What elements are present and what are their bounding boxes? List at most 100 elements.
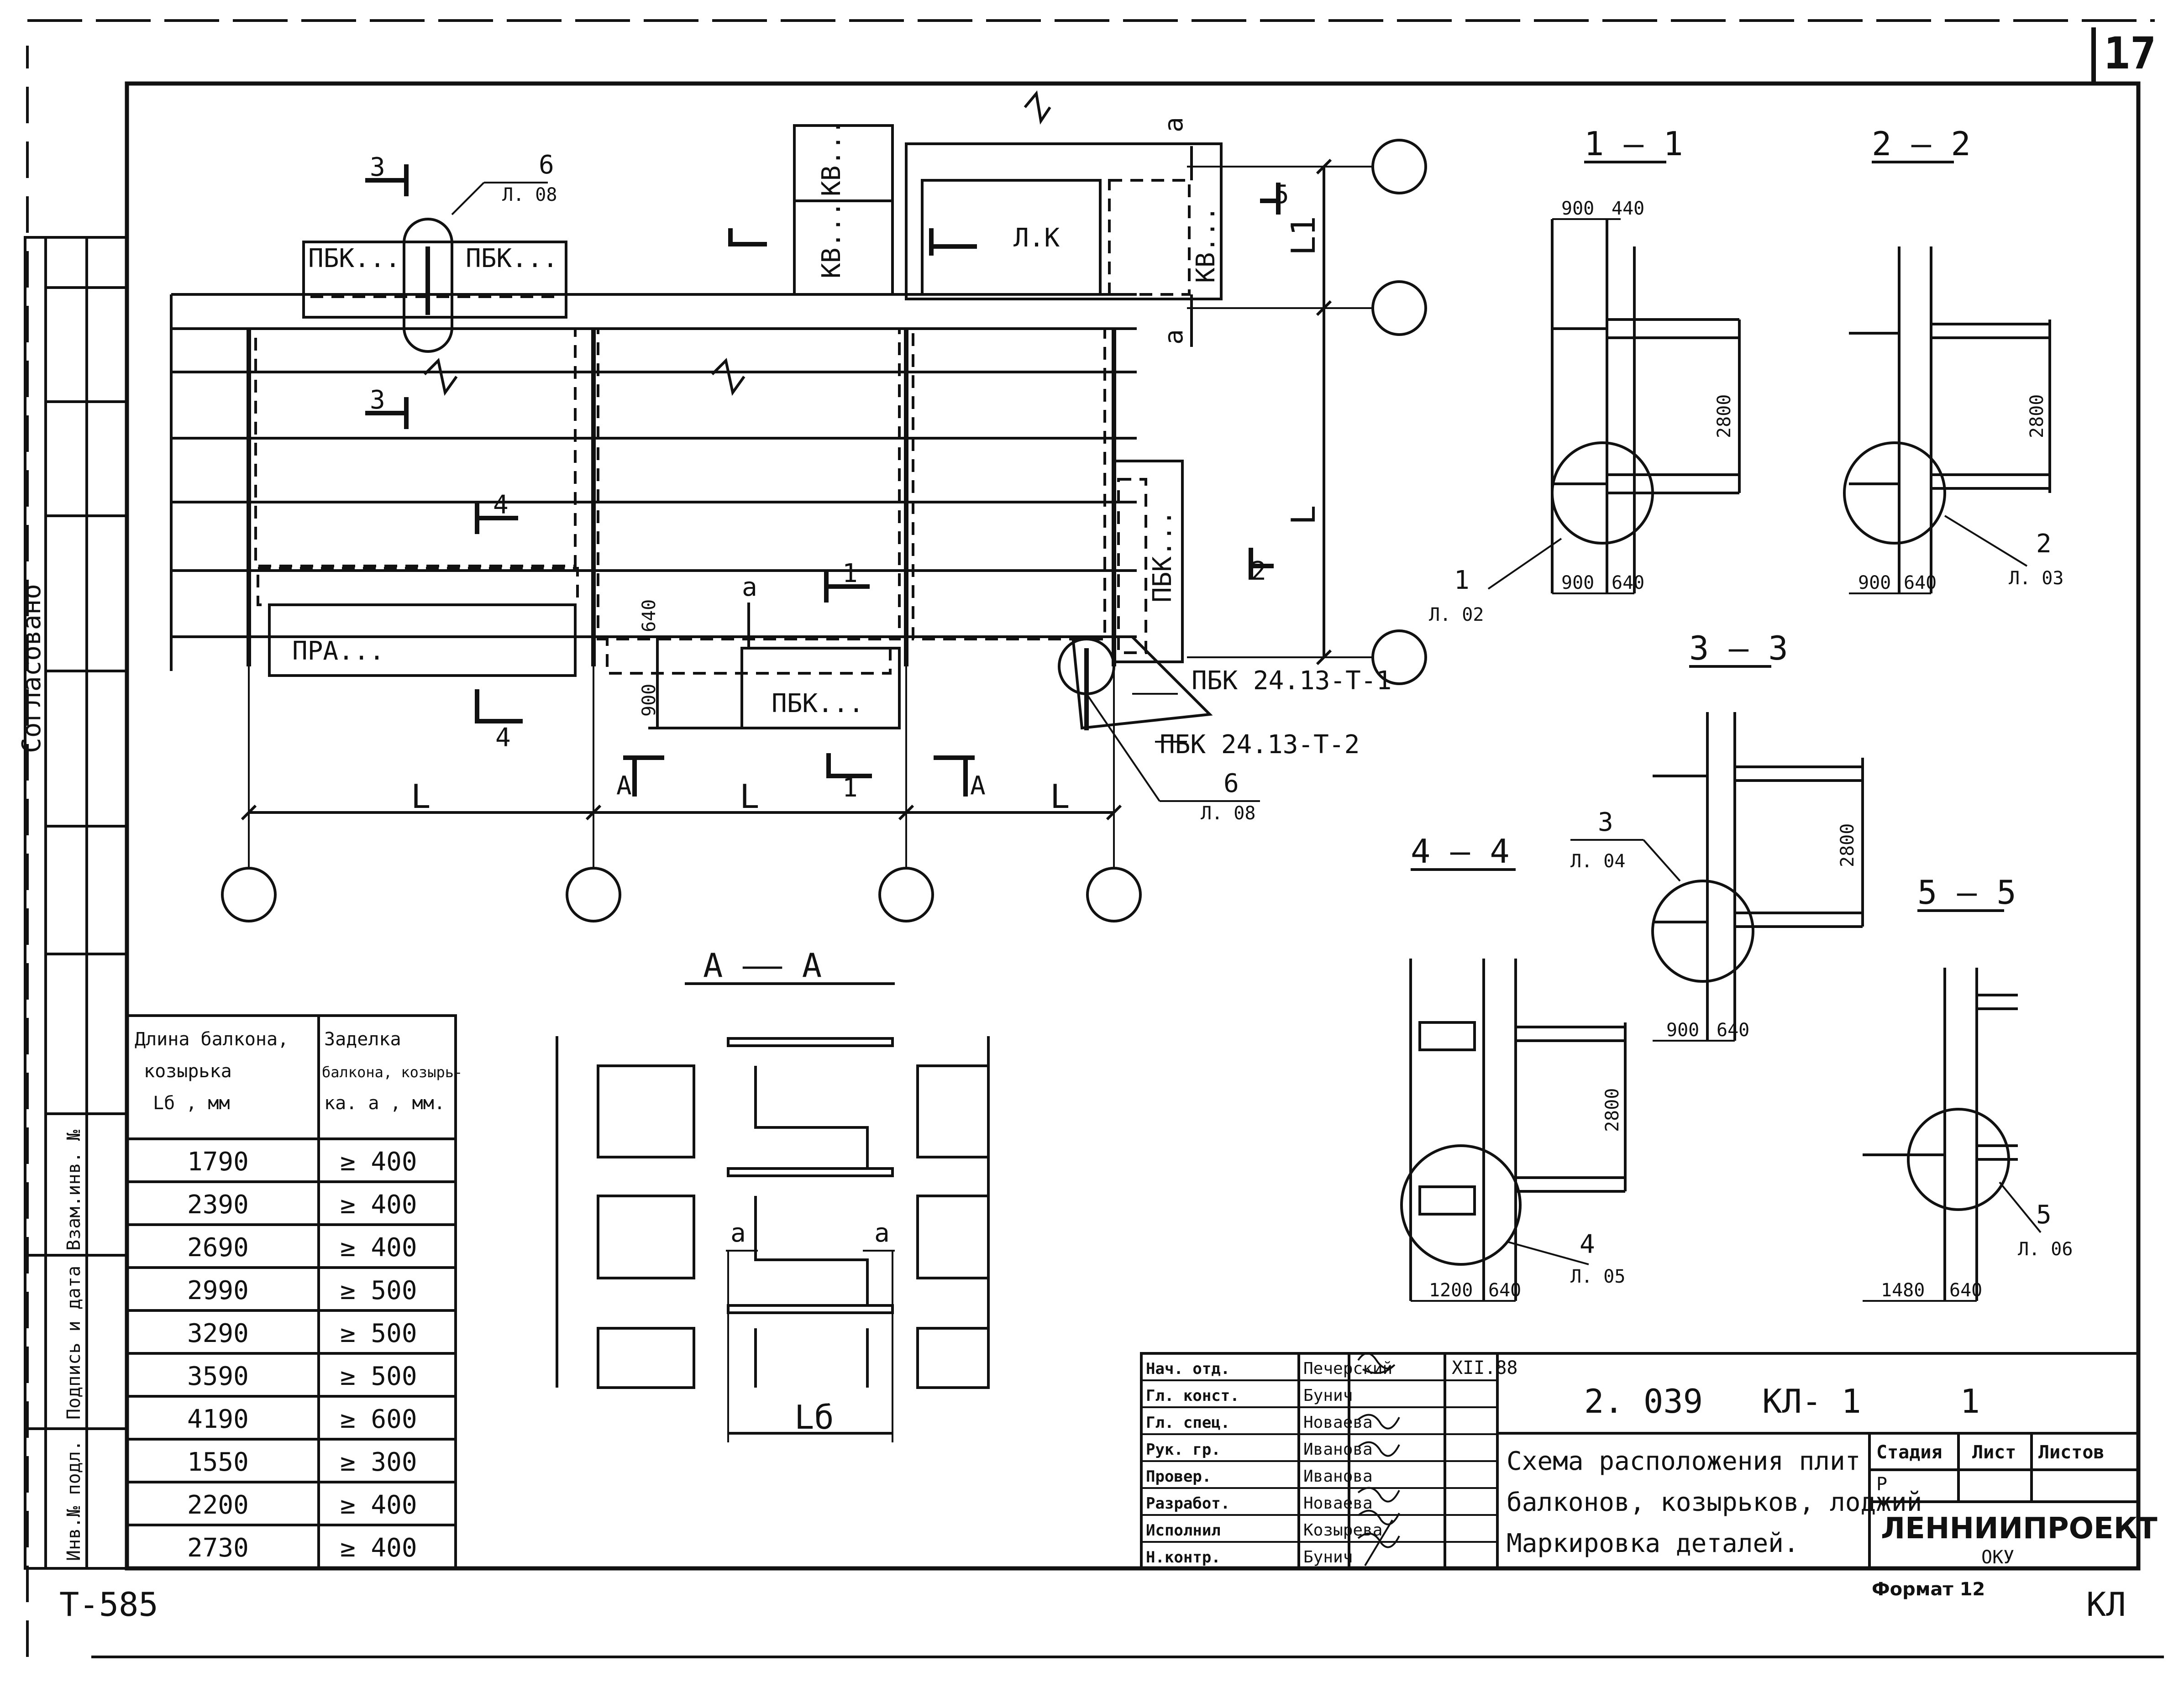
drawing-title-line2: балконов, козырьков, лоджий [1507, 1488, 1922, 1517]
section-3-3-dim-bot-b: 640 [1717, 1020, 1749, 1041]
section-3-3-dim-bot-a: 900 [1666, 1020, 1699, 1041]
table-cell-length: 4190 [187, 1405, 249, 1434]
section-3-3-title: 3 — 3 [1689, 629, 1788, 667]
approval-date: XII.88 [1452, 1357, 1518, 1378]
section-4-4-node-num: 4 [1580, 1230, 1595, 1259]
title-block-role: Рук. гр. [1146, 1441, 1221, 1459]
organization-name: ЛЕННИИПРОЕКТ [1881, 1512, 2158, 1546]
section-1-1 [1487, 161, 1741, 594]
table-cell-length: 2990 [187, 1276, 249, 1305]
section-2-2-title: 2 — 2 [1872, 125, 1971, 163]
section-5-5-node-num: 5 [2036, 1200, 2052, 1230]
title-block-name: Иванова [1303, 1467, 1373, 1486]
table-cell-embedment: ≥ 500 [340, 1362, 417, 1391]
embedment-table-header: Длина балкона, козырька Lб , мм Заделка … [135, 1029, 462, 1114]
panel-kv-2: КВ... [817, 201, 846, 278]
table-header-col2-line1: Заделка [324, 1029, 401, 1050]
section-1-1-dim-top-b: 440 [1612, 198, 1644, 219]
page-number: 17 [2104, 28, 2157, 79]
section-5-5 [1863, 909, 2042, 1302]
table-header-col1-line2: козырька [144, 1061, 232, 1082]
table-cell-embedment: ≥ 400 [340, 1190, 417, 1220]
section-a-a-dim-lb: Lб [794, 1398, 834, 1436]
section-2-2-node-num: 2 [2036, 529, 2052, 559]
section-4-4-node-ref: Л. 05 [1570, 1266, 1625, 1287]
section-2-2-node-ref: Л. 03 [2009, 568, 2063, 589]
title-block-role: Провер. [1146, 1467, 1211, 1486]
title-block-role: Разработ. [1146, 1494, 1230, 1513]
table-header-col2-line3: ка. a , мм. [324, 1093, 445, 1114]
vzam-inv-label: Взам.инв. № [63, 1130, 84, 1251]
stage-value: Р [1876, 1474, 1887, 1495]
section-2-2-dim-h: 2800 [2026, 394, 2047, 438]
table-cell-embedment: ≥ 500 [340, 1276, 417, 1305]
table-cell-length: 3290 [187, 1319, 249, 1348]
table-header-col2-line2: балкона, козырь- [322, 1064, 462, 1081]
panel-mark-1: ПБК 24.13-Т-1 [1192, 666, 1391, 696]
title-block-role: Н.контр. [1146, 1548, 1221, 1567]
callout-6-bot-ref: Л. 08 [1201, 803, 1255, 824]
table-header-col1-line3: Lб , мм [153, 1093, 230, 1114]
title-block-name: Печерский [1303, 1359, 1392, 1378]
callout-6-bot-num: 6 [1223, 769, 1239, 798]
dim-span-2: L [740, 777, 759, 816]
title-block-name: Бунич [1303, 1548, 1353, 1567]
title-block-role: Исполнил [1146, 1521, 1221, 1540]
podpis-data-label: Подпись и дата [63, 1266, 84, 1420]
section-2-2-dim-bot-a: 900 [1858, 572, 1891, 593]
table-cell-length: 2690 [187, 1233, 249, 1263]
section-a-a-dim-a-left: a [730, 1218, 746, 1248]
panel-lk: Л.К [1013, 223, 1060, 253]
sheets-label: Листов [2038, 1442, 2105, 1463]
panel-kv-1: КВ... [817, 119, 846, 196]
title-block-role: Гл. конст. [1146, 1387, 1239, 1405]
cut-mark-a-left: А [616, 771, 632, 801]
table-cell-length: 2200 [187, 1490, 249, 1520]
dim-gap-a-top: a [1159, 117, 1189, 132]
dim-height-l: L [1284, 505, 1323, 525]
drawing-title-line1: Схема расположения плит [1507, 1446, 1860, 1476]
panel-pbk-bottom: ПБК... [772, 689, 864, 718]
table-cell-embedment: ≥ 500 [340, 1319, 417, 1348]
dim-span-3: L [1050, 777, 1070, 816]
title-block-name: Новаева [1303, 1494, 1373, 1513]
title-block-name: Новаева [1303, 1413, 1373, 1432]
title-block-role: Нач. отд. [1146, 1360, 1230, 1378]
section-a-a [556, 982, 990, 1442]
section-4-4-title: 4 — 4 [1411, 832, 1510, 870]
table-cell-length: 2730 [187, 1533, 249, 1563]
section-1-1-dim-bot-a: 900 [1561, 572, 1594, 593]
dim-gap-a-bottom: a [742, 572, 757, 602]
dim-height-l1: L1 [1284, 216, 1323, 256]
section-a-a-dim-a-right: a [874, 1218, 890, 1248]
stage-label: Стадия [1876, 1442, 1942, 1463]
section-a-a-title: А —— А [703, 946, 822, 985]
section-3-3-dim-h: 2800 [1837, 823, 1858, 867]
section-3-3-node-ref: Л. 04 [1570, 851, 1625, 872]
cut-mark-1-a: 1 [842, 559, 858, 588]
cut-mark-3-mid: 3 [370, 385, 385, 415]
table-cell-length: 3590 [187, 1362, 249, 1391]
panel-pra: ПРА... [292, 636, 384, 666]
section-4-4 [1400, 868, 1627, 1302]
table-cell-embedment: ≥ 400 [340, 1233, 417, 1263]
title-block-name: Иванова [1303, 1440, 1373, 1459]
title-block-role: Гл. спец. [1146, 1414, 1230, 1432]
table-cell-embedment: ≥ 400 [340, 1533, 417, 1563]
document-code: 2. 039 КЛ- 1 1 01 [1584, 1382, 2184, 1420]
section-1-1-dim-top-a: 900 [1561, 198, 1594, 219]
section-2-2-dim-bot-b: 640 [1904, 572, 1937, 593]
section-1-1-node-num: 1 [1454, 566, 1470, 595]
section-1-1-node-ref: Л. 02 [1429, 604, 1484, 625]
sheet-format: Формат 12 [1872, 1579, 1985, 1600]
dim-gap-a-mid: a [1159, 329, 1189, 345]
series-code: T-585 [59, 1585, 158, 1624]
embedment-table-grid [126, 1014, 457, 1570]
panel-pbk-vertical: ПБК... [1148, 510, 1177, 603]
callout-6-top-num: 6 [539, 150, 554, 180]
cut-mark-3-top: 3 [370, 152, 385, 182]
dim-span-1: L [411, 777, 430, 816]
